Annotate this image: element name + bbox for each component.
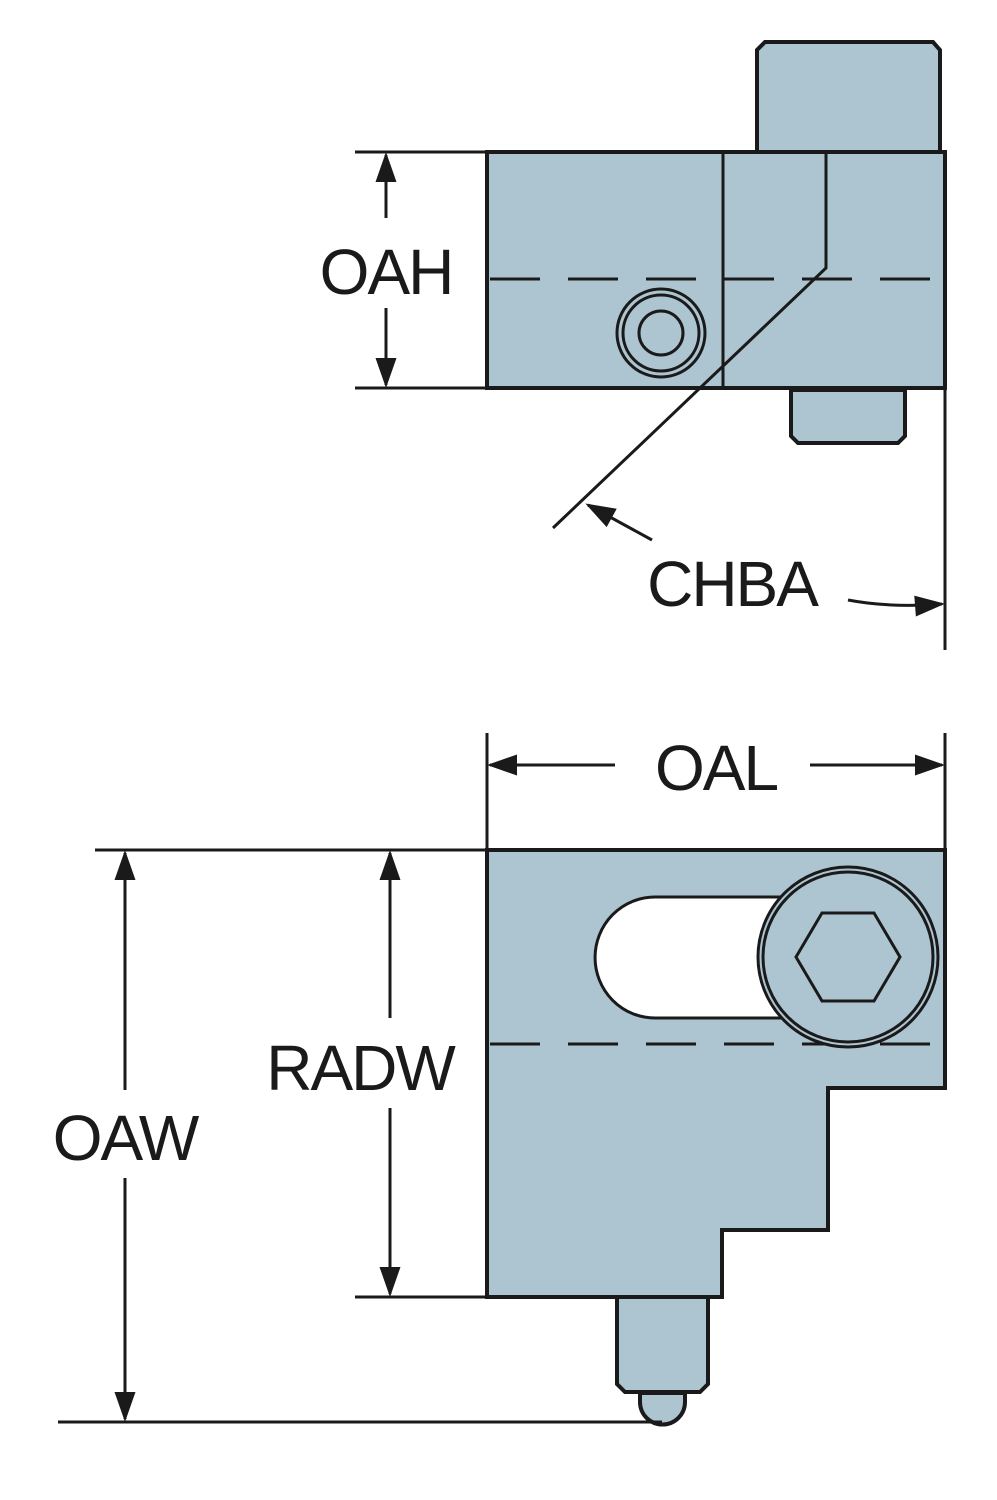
top-down-view: OAL RADW OAW [53,732,947,1427]
chba-arrow-line [585,503,653,542]
chamfer-angle-line [551,152,828,530]
clamp-screw-head [756,865,940,1049]
pin-dome [638,1391,687,1427]
top-boss [755,40,942,154]
adjustment-slot [593,895,792,1020]
screw-hole-outer [615,287,707,379]
chba-arrow-curve [847,595,945,617]
oah-label: OAH [320,236,453,308]
oaw-label: OAW [53,1102,200,1174]
radw-label: RADW [266,1032,456,1104]
clamp-screw-inner-ring [761,870,935,1044]
hex-socket [794,911,902,1003]
chba-label: CHBA [647,548,819,620]
screw-hole-inner [637,309,685,357]
bottom-boss [789,388,907,445]
side-view: OAH CHBA [320,40,947,650]
main-body-side [485,150,947,390]
screw-hole-mid [621,293,701,373]
pin [615,1295,710,1394]
oal-label: OAL [655,732,777,804]
